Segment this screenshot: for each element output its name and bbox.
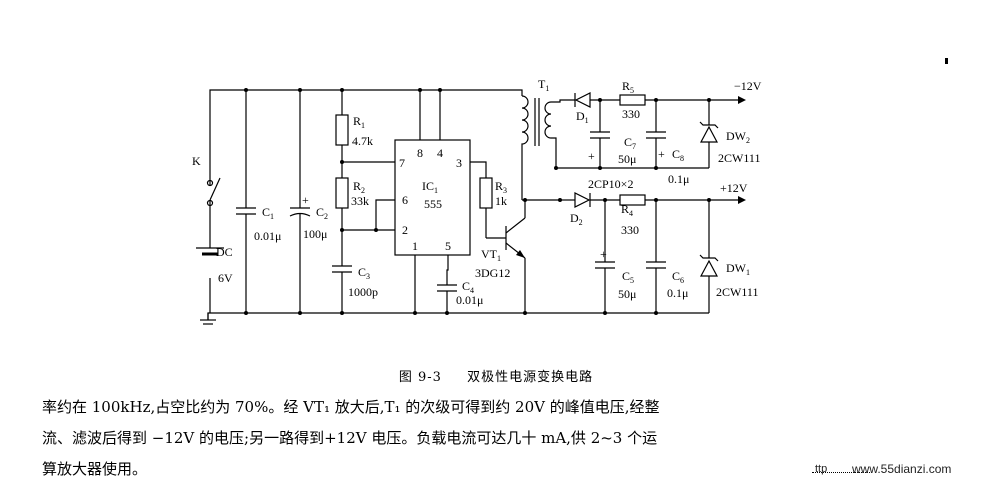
c7-value: 50μ [618,152,636,166]
figure-number: 图 9-3 [398,370,442,385]
vt-part: 3DG12 [475,266,510,280]
diode-d1 [574,92,591,108]
pin-5: 5 [445,239,451,253]
watermark-rule [812,472,872,474]
d1-label: D1 [576,109,589,125]
capacitor-c5 [595,261,615,269]
capacitor-c6 [646,261,666,269]
capacitor-c3 [332,265,352,273]
dw1-part: 2CW111 [716,285,758,299]
diodes-part: 2CP10×2 [588,177,633,191]
battery-name: DC [216,245,233,259]
dw1-label: DW1 [726,261,750,277]
r1-label: R1 [353,114,365,130]
r1-value: 4.7k [352,134,373,148]
c3-label: C3 [358,265,370,281]
body-line-2: 流、滤波后得到 −12V 的电压;另一路得到+12V 电压。负载电流可达几十 m… [42,429,658,447]
c4-value: 0.01μ [456,293,483,307]
resistor-r2 [335,177,349,209]
capacitor-c4 [437,284,457,292]
c6-value: 0.1μ [667,286,688,300]
c7-plus: + [588,149,595,163]
battery-voltage: 6V [218,271,233,285]
dw2-part: 2CW111 [718,151,760,165]
pin-3: 3 [456,156,462,170]
r3-label: R3 [495,179,507,195]
capacitor-c1 [236,207,256,215]
ic-part: 555 [424,197,442,211]
output-arrow-neg [738,96,746,104]
c5-plus: + [600,247,607,261]
resistor-r5 [619,94,646,106]
c8-value: 0.1μ [668,172,689,186]
watermark-prefix: ttp [815,463,828,475]
body-paragraph: 率约在 100kHz,占空比约为 70%。经 VT₁ 放大后,T₁ 的次级可得到… [42,392,947,485]
capacitor-c8 [646,131,666,139]
pin-7: 7 [399,156,405,170]
r2-label: R2 [353,179,365,195]
circuit-schematic: K DC 6V C1 0.01μ + C2 100μ R1 4.7k R2 33… [192,58,948,325]
figure-title: 双极性电源变换电路 [467,370,594,385]
transformer-t1 [521,95,557,148]
body-line-3: 算放大器使用。 [42,460,148,478]
zener-dw2 [699,121,719,143]
diode-d2 [574,192,591,208]
capacitor-c7 [590,131,610,139]
c8-plus: + [658,147,665,161]
c5-label: C5 [622,269,634,285]
output-arrow-pos [738,196,746,204]
pin-4: 4 [437,146,443,160]
c7-label: C7 [624,135,636,151]
r4-label: R4 [621,202,633,218]
dw2-label: DW2 [726,129,750,145]
resistor-r3 [479,177,493,209]
battery-dc [196,247,224,256]
transistor-arrow [516,250,525,258]
c5-value: 50μ [618,287,636,301]
resistor-r1 [335,114,349,146]
vt-label: VT1 [481,247,501,263]
switch-label: K [192,154,201,168]
stray-mark [945,58,948,64]
ground-symbol [200,319,216,325]
r5-label: R5 [622,79,634,95]
c4-label: C4 [462,279,474,295]
c6-label: C6 [672,269,684,285]
switch-k [206,177,221,207]
ic-label: IC1 [422,179,438,195]
r5-value: 330 [622,107,640,121]
figure-caption: 图 9-3 双极性电源变换电路 [0,366,992,385]
c8-label: C8 [672,147,684,163]
r3-value: 1k [495,194,507,208]
c1-value: 0.01μ [254,229,281,243]
c1-label: C1 [262,205,274,221]
r4-value: 330 [621,223,639,237]
output-pos-12v: +12V [720,181,748,195]
watermark-url: www.55dianzi.com [852,462,952,476]
d2-label: D2 [570,211,583,227]
pin-2: 2 [402,223,408,237]
pin-6: 6 [402,193,408,207]
output-neg-12v: −12V [734,79,762,93]
wires [207,89,740,320]
c2-plus: + [302,193,309,207]
body-line-1: 率约在 100kHz,占空比约为 70%。经 VT₁ 放大后,T₁ 的次级可得到… [42,398,660,416]
capacitor-c2 [289,207,311,217]
pin-8: 8 [417,146,423,160]
resistor-r4 [619,194,646,206]
pin-1: 1 [412,239,418,253]
ic-555-box [394,139,471,256]
junction-dots [244,88,711,315]
c2-label: C2 [316,205,328,221]
c2-value: 100μ [303,227,327,241]
zener-dw1 [699,254,719,277]
transistor-vt1 [505,217,526,259]
r2-value: 33k [351,194,369,208]
c3-value: 1000p [348,285,378,299]
t1-label: T1 [538,77,549,93]
